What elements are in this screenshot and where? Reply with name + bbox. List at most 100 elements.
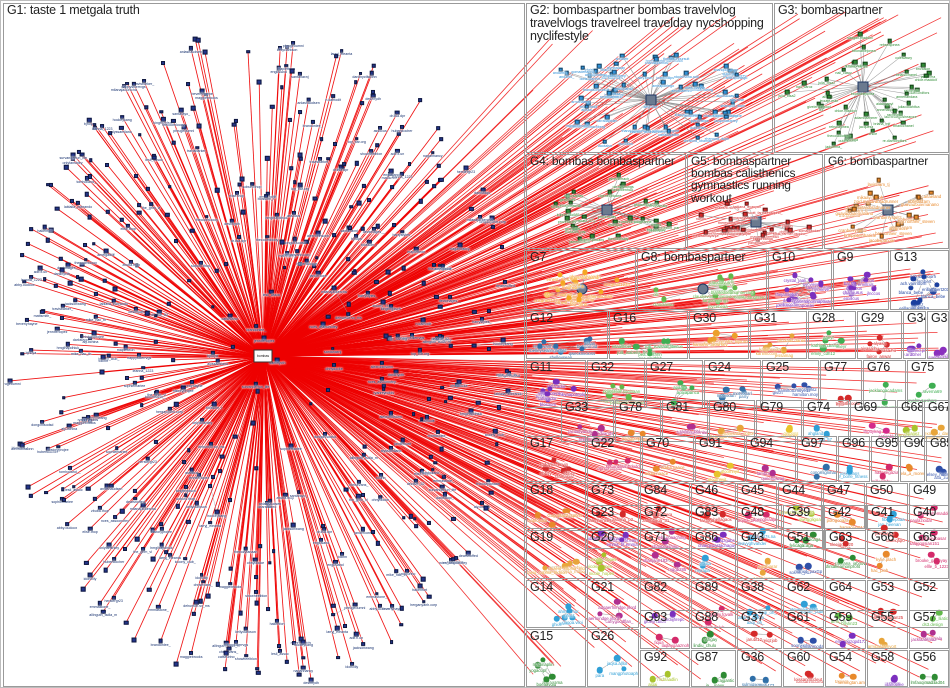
graph-node[interactable] [280,85,284,90]
graph-node[interactable] [61,498,66,503]
graph-node[interactable] [616,172,622,178]
graph-node[interactable] [649,676,657,683]
graph-node[interactable] [909,85,915,90]
graph-node[interactable] [211,475,216,480]
graph-node[interactable] [469,206,474,212]
graph-node[interactable] [703,229,708,235]
graph-node[interactable] [618,337,626,345]
graph-node[interactable] [914,215,919,220]
graph-node[interactable] [159,522,163,527]
graph-node[interactable] [540,657,546,663]
graph-node[interactable] [595,511,603,519]
graph-node[interactable] [180,385,186,390]
graph-node[interactable] [774,383,782,391]
graph-node[interactable] [834,511,841,519]
graph-node[interactable] [655,634,663,641]
graph-node[interactable] [878,637,885,645]
graph-node[interactable] [59,315,64,320]
graph-node[interactable] [651,612,659,620]
graph-node[interactable] [831,141,837,146]
graph-node[interactable] [583,337,591,345]
graph-node[interactable] [308,677,314,683]
graph-node[interactable] [597,529,605,537]
graph-node[interactable] [352,270,357,276]
graph-node[interactable] [534,512,541,519]
graph-node[interactable] [734,93,740,99]
graph-node[interactable] [146,587,152,593]
graph-node[interactable] [418,98,423,103]
graph-node[interactable] [139,403,144,408]
graph-node[interactable] [186,82,191,86]
graph-node[interactable] [312,196,318,201]
graph-node[interactable] [547,386,553,392]
graph-node[interactable] [125,81,130,86]
graph-node[interactable] [171,357,176,362]
graph-node[interactable] [317,156,322,161]
graph-node[interactable] [166,301,171,306]
graph-node[interactable] [201,580,205,584]
central-hub-node[interactable] [253,349,273,363]
graph-node[interactable] [719,510,726,518]
graph-node[interactable] [695,135,700,140]
graph-node[interactable] [200,417,205,422]
graph-node[interactable] [100,124,105,128]
graph-node[interactable] [742,211,748,217]
group-box-g90[interactable]: G90gabriela_a_moreno_ [900,436,925,482]
graph-node[interactable] [813,473,820,480]
graph-node[interactable] [789,293,795,299]
graph-node[interactable] [786,297,792,303]
graph-node[interactable] [120,509,125,514]
graph-node[interactable] [939,349,945,356]
graph-node[interactable] [876,349,882,355]
graph-node[interactable] [841,67,846,72]
graph-node[interactable] [214,268,220,273]
graph-node[interactable] [352,602,358,608]
graph-node[interactable] [881,525,888,532]
graph-node[interactable] [723,90,728,95]
graph-node[interactable] [432,184,436,189]
graph-node[interactable] [254,324,259,329]
graph-node[interactable] [823,431,831,438]
graph-node[interactable] [159,526,164,531]
graph-node[interactable] [297,72,302,77]
graph-node[interactable] [150,556,156,562]
graph-node[interactable] [612,88,618,93]
graph-node[interactable] [653,287,659,293]
graph-node[interactable] [544,391,551,397]
graph-node[interactable] [112,286,118,292]
graph-node[interactable] [723,114,729,120]
graph-node[interactable] [666,222,672,227]
graph-node[interactable] [227,497,232,502]
graph-node[interactable] [890,608,897,615]
graph-node[interactable] [883,427,890,435]
graph-node[interactable] [181,124,187,130]
graph-node[interactable] [108,131,113,136]
graph-node[interactable] [106,425,111,430]
graph-node[interactable] [611,70,617,75]
graph-node[interactable] [250,420,256,426]
graph-node[interactable] [612,219,618,224]
graph-node[interactable] [580,65,586,71]
graph-node[interactable] [867,191,873,196]
graph-node[interactable] [297,183,303,188]
graph-node[interactable] [825,330,832,336]
graph-node[interactable] [645,125,650,131]
graph-node[interactable] [389,445,394,450]
graph-node[interactable] [839,640,846,648]
graph-node[interactable] [145,186,150,192]
graph-node[interactable] [613,655,621,662]
graph-node[interactable] [289,68,295,74]
graph-node[interactable] [274,212,279,218]
graph-node[interactable] [565,508,571,514]
graph-node[interactable] [621,82,627,88]
graph-node[interactable] [935,465,943,473]
graph-node[interactable] [488,490,494,495]
graph-node[interactable] [53,283,59,289]
graph-node[interactable] [85,415,90,419]
